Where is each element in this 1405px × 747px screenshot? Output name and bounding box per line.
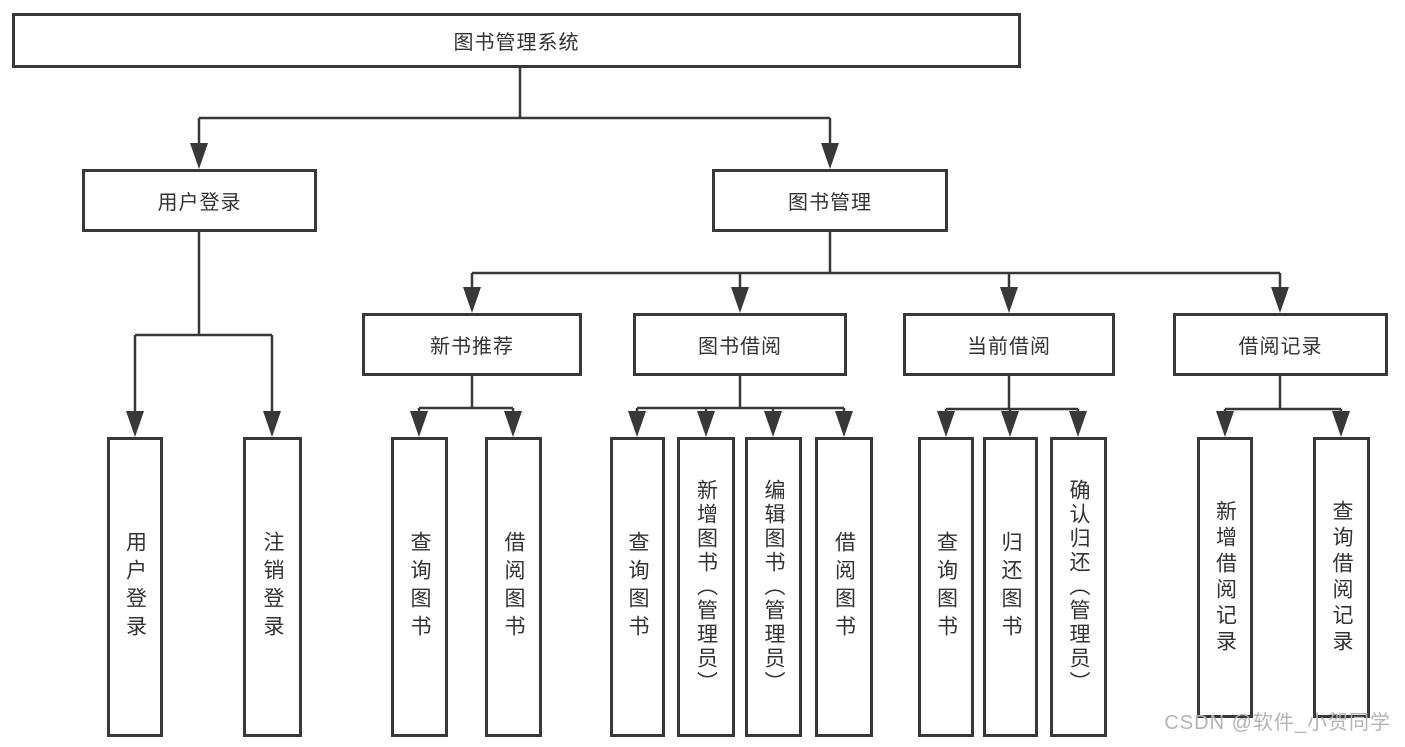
leaf-borrow-books-borrowing: 借阅图书 [815,437,873,737]
node-library-management-system: 图书管理系统 [12,13,1021,68]
arrowheads [126,143,1350,437]
leaf-add-borrow-record: 新增借阅记录 [1197,437,1253,718]
leaf-query-books-borrowing: 查询图书 [610,437,665,737]
node-current-borrowing: 当前借阅 [903,313,1115,376]
node-new-book-recommend: 新书推荐 [362,313,582,376]
watermark: CSDN @软件_小贺同学 [1164,712,1391,734]
node-book-management: 图书管理 [712,169,948,232]
leaf-query-books-current: 查询图书 [918,437,974,737]
node-user-login: 用户登录 [82,169,317,232]
leaf-confirm-return-admin: 确认归还（管理员） [1050,437,1107,737]
leaf-add-book-admin: 新增图书（管理员） [677,437,735,737]
leaf-user-login: 用户登录 [107,437,163,737]
leaf-edit-book-admin: 编辑图书（管理员） [745,437,802,737]
node-borrowing-records: 借阅记录 [1173,313,1388,376]
leaf-borrow-books-recommend: 借阅图书 [485,437,542,737]
node-book-borrowing: 图书借阅 [633,313,847,376]
leaf-query-books-recommend: 查询图书 [391,437,448,737]
leaf-return-books: 归还图书 [983,437,1038,737]
leaf-logout: 注销登录 [243,437,302,737]
leaf-query-borrow-record: 查询借阅记录 [1313,437,1370,718]
